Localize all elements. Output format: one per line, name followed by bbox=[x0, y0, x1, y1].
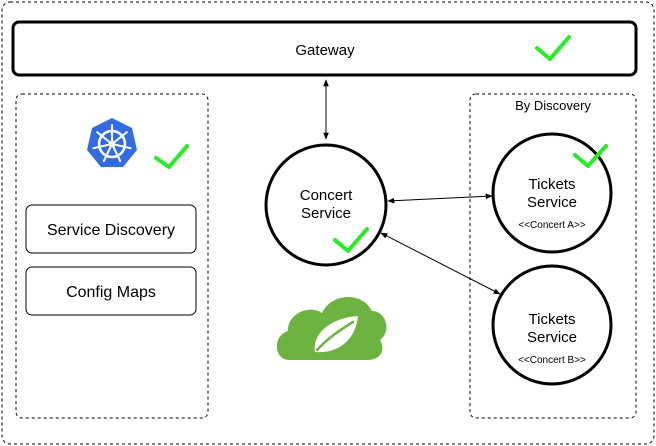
concert-tickets-a-arrow bbox=[387, 193, 493, 204]
config-maps-label: Config Maps bbox=[66, 284, 156, 301]
discovery-panel-title: By Discovery bbox=[515, 98, 591, 113]
concert-service-label-line1: Concert bbox=[300, 187, 353, 204]
tickets-service-b-node: Tickets Service <<Concert B>> bbox=[491, 264, 613, 386]
spring-cloud-logo bbox=[276, 296, 387, 360]
gateway-box: Gateway bbox=[11, 20, 638, 77]
config-maps-box: Config Maps bbox=[25, 266, 197, 316]
kubernetes-logo bbox=[87, 118, 137, 167]
tickets-b-label-line1: Tickets bbox=[529, 311, 576, 328]
tickets-b-label-line2: Service bbox=[527, 329, 577, 346]
check-icon bbox=[333, 227, 369, 253]
check-icon bbox=[154, 144, 189, 169]
discovery-panel: By Discovery bbox=[469, 93, 637, 419]
service-discovery-box: Service Discovery bbox=[25, 204, 197, 254]
concert-service-node: Concert Service bbox=[264, 143, 388, 267]
check-icon bbox=[573, 144, 608, 168]
gateway-label: Gateway bbox=[295, 42, 355, 59]
concert-tickets-b-arrow bbox=[380, 232, 501, 295]
tickets-b-tag: <<Concert B>> bbox=[518, 355, 586, 366]
tickets-a-tag: <<Concert A>> bbox=[518, 220, 585, 231]
tickets-a-label-line1: Tickets bbox=[529, 176, 576, 193]
tickets-service-a-node: Tickets Service <<Concert A>> bbox=[491, 132, 613, 254]
kubernetes-panel: Service Discovery Config Maps bbox=[15, 93, 209, 419]
tickets-a-label-line2: Service bbox=[527, 194, 577, 211]
check-icon bbox=[535, 35, 571, 61]
concert-service-label-line2: Service bbox=[301, 205, 351, 222]
service-discovery-label: Service Discovery bbox=[47, 222, 175, 239]
